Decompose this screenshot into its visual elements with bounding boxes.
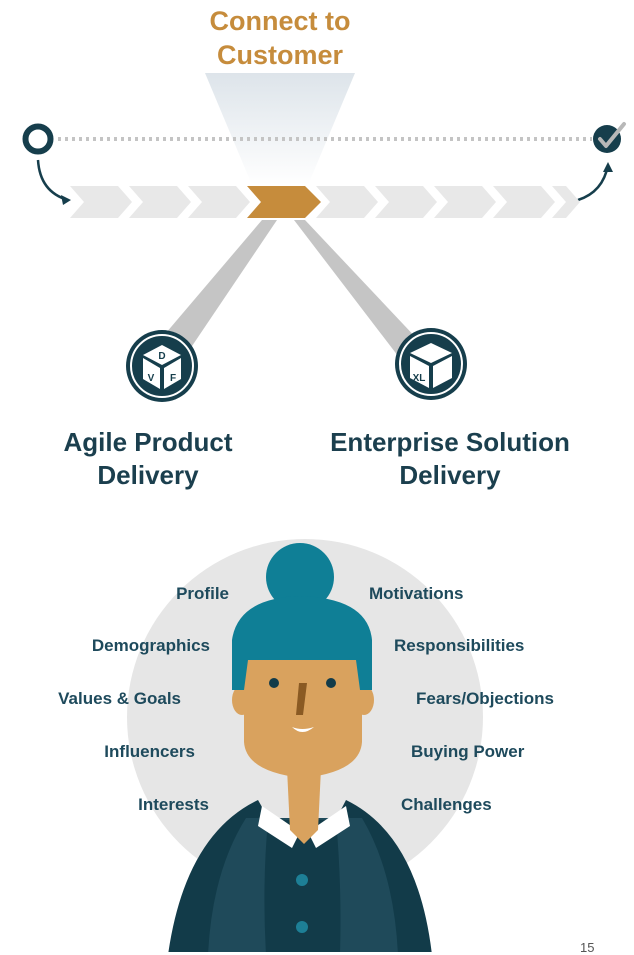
title-line-1: Connect to: [209, 6, 351, 36]
chevron: [434, 186, 496, 218]
check-circle-icon: [593, 122, 626, 153]
chevron: [188, 186, 250, 218]
persona-attr-influencers: Influencers: [104, 742, 195, 761]
chevron: [493, 186, 555, 218]
chevron: [316, 186, 378, 218]
persona-attr-demographics: Demographics: [91, 636, 210, 655]
persona-attr-profile: Profile: [176, 584, 229, 603]
curved-arrow-icon: [577, 164, 610, 202]
spotlight-beam: [205, 73, 355, 185]
curved-arrow-icon: [36, 159, 69, 202]
icon-letter-v: V: [148, 373, 155, 384]
title-line-2: Customer: [216, 40, 344, 70]
persona-attr-responsibilities: Responsibilities: [394, 636, 525, 655]
chevron: [375, 186, 437, 218]
agile-product-delivery-label: Agile Product Delivery: [63, 427, 233, 490]
page-title: Connect to Customer: [150, 4, 410, 72]
beam-right: [294, 220, 420, 356]
persona-attr-values-goals: Values & Goals: [58, 689, 181, 708]
chevron: [70, 186, 132, 218]
persona-attr-challenges: Challenges: [401, 795, 492, 814]
start-circle-icon: [22, 123, 54, 155]
chevron: [129, 186, 191, 218]
enterprise-solution-delivery-label: Enterprise Solution Delivery: [330, 427, 570, 490]
persona-attr-motivations: Motivations: [369, 584, 464, 603]
persona-attr-fears-objections: Fears/Objections: [416, 689, 554, 708]
persona-illustration: [127, 539, 483, 952]
chevron-flow: [70, 186, 580, 218]
page-number: 15: [580, 940, 595, 955]
icon-letter-d: D: [158, 351, 165, 362]
icon-letter-f: F: [170, 373, 176, 384]
xl-box-icon: XL: [395, 328, 467, 400]
persona-attr-interests: Interests: [138, 795, 209, 814]
icon-letters-xl: XL: [413, 373, 426, 384]
dvf-cube-icon: D V F: [126, 330, 198, 402]
persona-attr-buying-power: Buying Power: [411, 742, 525, 761]
chevron-active: [247, 186, 321, 218]
chevron: [552, 186, 580, 218]
beam-left: [160, 220, 277, 352]
